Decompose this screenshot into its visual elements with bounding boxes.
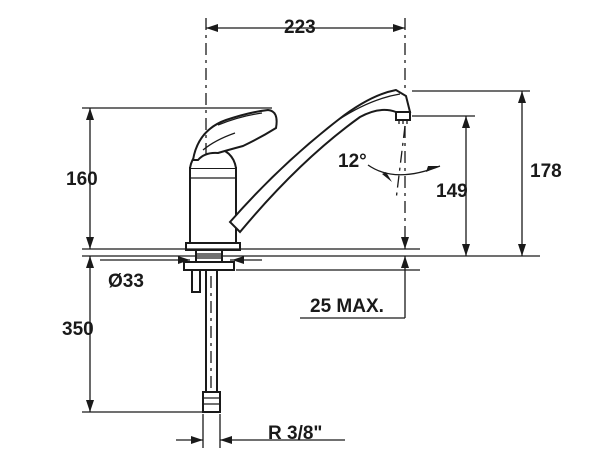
- dim-25-max: [236, 237, 420, 319]
- dim-223: [206, 24, 405, 32]
- label-angle-12: 12°: [338, 151, 367, 172]
- dim-160: [82, 107, 272, 249]
- dim-350: [82, 256, 210, 413]
- lever-handle: [191, 108, 278, 161]
- dim-diameter-33: [100, 256, 262, 264]
- supply-hose: [183, 249, 235, 413]
- faucet-body: [185, 145, 241, 251]
- label-width-223: 223: [284, 17, 316, 38]
- label-height-160: 160: [66, 169, 98, 190]
- label-height-178: 178: [530, 161, 562, 182]
- label-25-max: 25 MAX.: [310, 296, 384, 317]
- dim-angle-12: [367, 125, 441, 201]
- dim-r38: [176, 414, 345, 448]
- label-height-149: 149: [436, 181, 468, 202]
- label-diameter-33: Ø33: [108, 271, 144, 292]
- dim-178: [412, 90, 530, 256]
- label-thread-r38: R 3/8": [268, 423, 323, 444]
- spout: [228, 88, 412, 234]
- dim-149: [412, 115, 475, 256]
- label-depth-350: 350: [62, 319, 94, 340]
